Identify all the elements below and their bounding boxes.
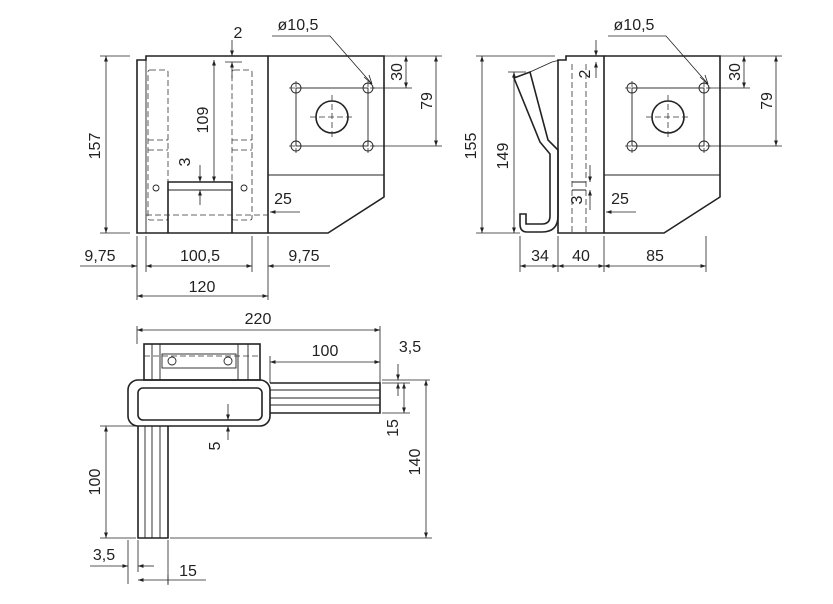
side-view: 155 149 2 3 25 34 40 85 ø10,5 30 79 (463, 17, 782, 272)
front-view: 157 109 2 3 25 9,75 100,5 9,75 120 ø10,5 (80, 17, 442, 300)
front-dim-9-75-left: 9,75 (84, 248, 115, 265)
side-dim-34: 34 (531, 248, 549, 265)
top-view: 220 100 3,5 15 140 5 100 3,5 15 (87, 311, 432, 585)
front-dim-157: 157 (87, 133, 104, 160)
side-dim-hole-diameter: ø10,5 (614, 17, 655, 34)
top-dim-100-arm: 100 (312, 343, 339, 360)
side-dim-30: 30 (727, 63, 744, 81)
top-dim-220: 220 (245, 311, 272, 328)
top-dim-100-leg: 100 (87, 469, 104, 496)
front-dim-9-75-right: 9,75 (288, 248, 319, 265)
top-dim-15-bottom: 15 (179, 563, 197, 580)
front-dim-25: 25 (274, 191, 292, 208)
side-dim-155: 155 (463, 133, 480, 160)
front-dim-79: 79 (419, 92, 436, 110)
front-dim-100-5: 100,5 (180, 248, 220, 265)
front-dim-3: 3 (177, 157, 194, 166)
side-dim-40: 40 (572, 248, 590, 265)
front-dim-109: 109 (195, 107, 212, 134)
top-dim-140: 140 (407, 449, 424, 476)
front-dim-120: 120 (189, 279, 216, 296)
top-dim-3-5-bottom: 3,5 (93, 547, 115, 564)
side-dim-3: 3 (569, 195, 586, 204)
side-dim-79: 79 (759, 92, 776, 110)
side-dim-85: 85 (646, 248, 664, 265)
front-dim-30: 30 (389, 63, 406, 81)
side-dim-2: 2 (577, 69, 594, 78)
top-dim-5: 5 (207, 441, 224, 450)
top-dim-15-right: 15 (385, 419, 402, 437)
front-dim-hole-diameter: ø10,5 (278, 17, 319, 34)
side-dim-149: 149 (495, 143, 512, 170)
front-dim-2: 2 (234, 25, 243, 42)
top-dim-3-5-right: 3,5 (399, 339, 421, 356)
side-dim-25: 25 (611, 191, 629, 208)
